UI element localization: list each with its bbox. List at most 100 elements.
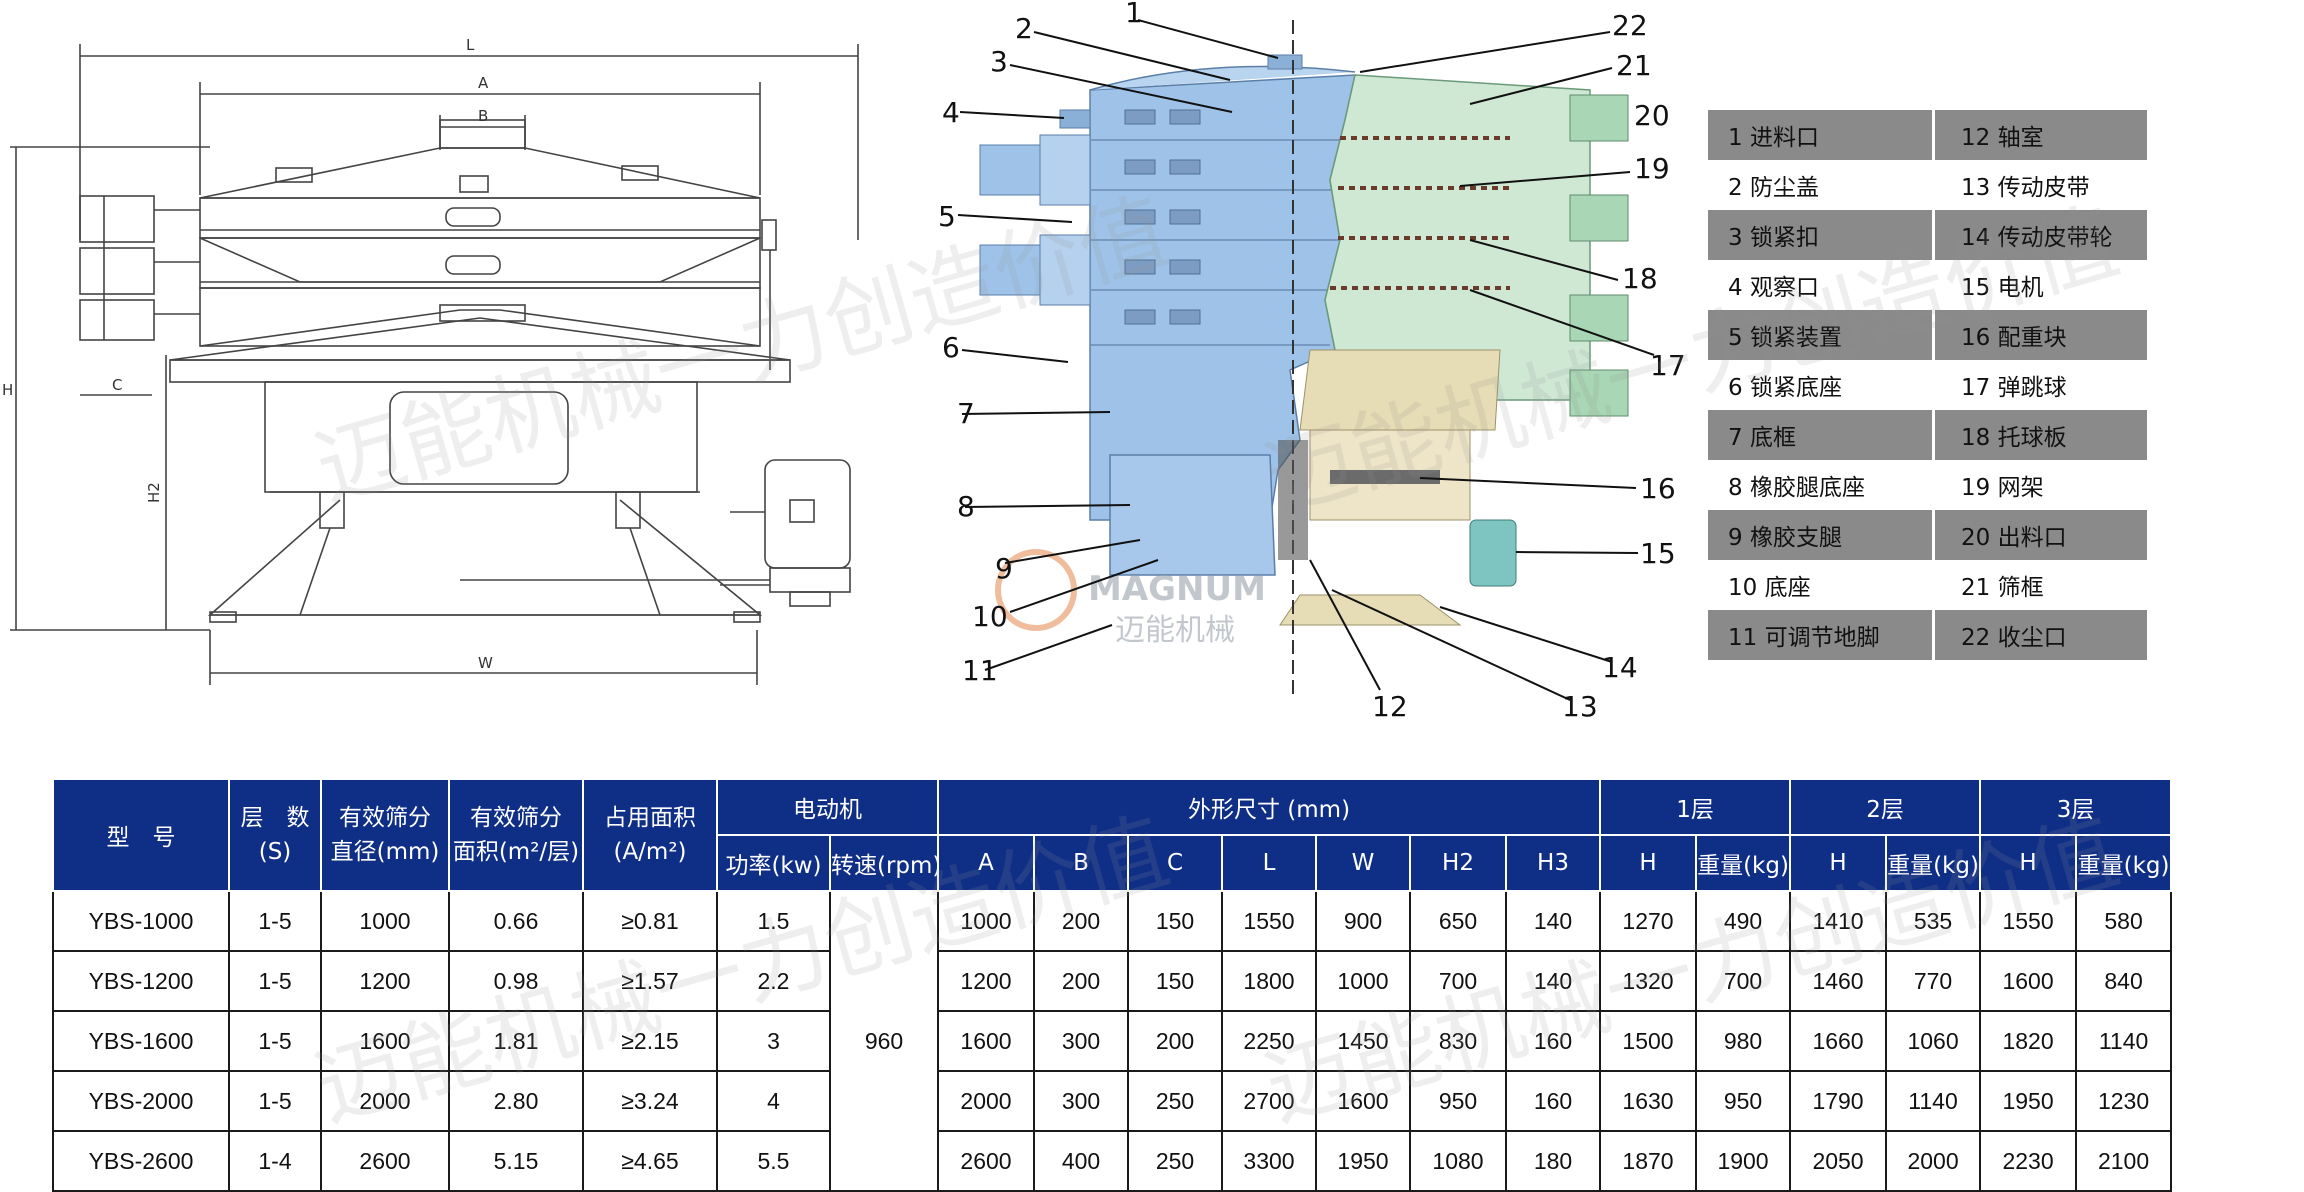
header-speed: 转速(rpm): [829, 834, 939, 892]
header-power: 功率(kw): [716, 834, 831, 892]
cell-power: 1.5: [716, 890, 831, 952]
header-layer-3: 3层: [1979, 778, 2173, 836]
callout-3: 3: [990, 45, 1008, 78]
cell-dimension: 2600: [937, 1130, 1035, 1192]
legend-item: 22 收尘口: [1935, 610, 2147, 660]
callout-2: 2: [1015, 12, 1033, 45]
cell-l2-weight: 2000: [1885, 1130, 1982, 1192]
header-l1-weight: 重量(kg): [1695, 834, 1792, 892]
cell-dimension: 1000: [937, 890, 1035, 952]
cell-l1-weight: 1900: [1695, 1130, 1792, 1192]
legend-item: 13 传动皮带: [1961, 175, 2090, 201]
legend-row: 6 锁紧底座 17 弹跳球: [1708, 360, 2147, 410]
cell-model: YBS-1000: [52, 890, 230, 952]
cell-area: 2.80: [448, 1070, 584, 1132]
cell-dimension: 1200: [937, 950, 1035, 1012]
legend-item: 5 锁紧装置: [1708, 310, 1935, 360]
cell-l1-weight: 980: [1695, 1010, 1792, 1072]
callout-20: 20: [1634, 99, 1670, 132]
cell-l3-weight: 1230: [2075, 1070, 2173, 1132]
cell-dimension: 650: [1409, 890, 1507, 952]
cell-dimension: 160: [1504, 1070, 1602, 1132]
legend-item: 1 进料口: [1708, 110, 1935, 160]
cell-layers: 1-4: [228, 1130, 322, 1192]
cutaway-diagram: MAGNUM 迈能机械 1 2 3 4 5 6 7 8 9 10: [938, 0, 1686, 720]
cell-diameter: 1200: [320, 950, 450, 1012]
cell-diameter: 2000: [320, 1070, 450, 1132]
cell-l3-H: 2230: [1979, 1130, 2078, 1192]
header-l3-H: H: [1979, 834, 2078, 892]
cell-dimension: 300: [1033, 1010, 1129, 1072]
callout-16: 16: [1640, 472, 1676, 505]
cell-l3-weight: 580: [2075, 890, 2173, 952]
cell-l2-H: 2050: [1789, 1130, 1888, 1192]
cell-l1-H: 1870: [1599, 1130, 1698, 1192]
cell-l2-weight: 1060: [1885, 1010, 1982, 1072]
header-dim-H3: H3: [1504, 834, 1602, 892]
cell-diameter: 1600: [320, 1010, 450, 1072]
header-dim-W: W: [1315, 834, 1411, 892]
header-area: 有效筛分面积(m²/层): [448, 778, 584, 892]
cell-l3-weight: 1140: [2075, 1010, 2173, 1072]
cell-occupied-area: ≥2.15: [582, 1010, 718, 1072]
cell-layers: 1-5: [228, 950, 322, 1012]
legend-item: 8 橡胶腿底座: [1708, 460, 1935, 510]
cell-dimension: 1000: [1315, 950, 1411, 1012]
cell-l2-H: 1460: [1789, 950, 1888, 1012]
cell-speed: 960: [829, 890, 939, 1192]
dim-label-A: A: [478, 74, 489, 92]
header-diameter: 有效筛分直径(mm): [320, 778, 450, 892]
header-dim-C: C: [1127, 834, 1223, 892]
header-layer-2: 2层: [1789, 778, 1982, 836]
dim-label-B: B: [478, 107, 488, 125]
legend-item: 17 弹跳球: [1961, 375, 2067, 401]
header-dim-H2: H2: [1409, 834, 1507, 892]
cell-model: YBS-1200: [52, 950, 230, 1012]
callout-8: 8: [957, 490, 975, 523]
dim-label-C: C: [112, 376, 122, 394]
header-l3-weight: 重量(kg): [2075, 834, 2173, 892]
header-dim-L: L: [1221, 834, 1317, 892]
header-motor: 电动机: [716, 778, 939, 836]
legend-item: 6 锁紧底座: [1708, 360, 1935, 410]
header-l1-H: H: [1599, 834, 1698, 892]
cell-dimension: 700: [1409, 950, 1507, 1012]
header-dim-B: B: [1033, 834, 1129, 892]
cell-area: 1.81: [448, 1010, 584, 1072]
legend-item: 19 网架: [1961, 475, 2044, 501]
cell-l3-H: 1600: [1979, 950, 2078, 1012]
callout-18: 18: [1622, 262, 1658, 295]
callout-13: 13: [1562, 690, 1598, 720]
header-dim-A: A: [937, 834, 1035, 892]
header-dimensions: 外形尺寸 (mm): [936, 778, 1602, 836]
cell-l3-weight: 2100: [2075, 1130, 2173, 1192]
cell-area: 0.98: [448, 950, 584, 1012]
legend-item: 4 观察口: [1708, 260, 1935, 310]
cell-dimension: 1800: [1221, 950, 1317, 1012]
callout-14: 14: [1602, 651, 1638, 684]
cell-occupied-area: ≥0.81: [582, 890, 718, 952]
cell-dimension: 300: [1033, 1070, 1129, 1132]
cell-dimension: 200: [1033, 890, 1129, 952]
cell-dimension: 1950: [1315, 1130, 1411, 1192]
callout-5: 5: [938, 200, 956, 233]
cell-dimension: 2700: [1221, 1070, 1317, 1132]
cell-dimension: 1550: [1221, 890, 1317, 952]
cell-l2-H: 1410: [1789, 890, 1888, 952]
callout-6: 6: [942, 331, 960, 364]
header-l2-H: H: [1789, 834, 1888, 892]
cell-dimension: 900: [1315, 890, 1411, 952]
cell-dimension: 400: [1033, 1130, 1129, 1192]
cell-dimension: 1600: [1315, 1070, 1411, 1132]
cell-layers: 1-5: [228, 890, 322, 952]
cell-model: YBS-2000: [52, 1070, 230, 1132]
cell-l2-weight: 770: [1885, 950, 1982, 1012]
cell-dimension: 160: [1504, 1010, 1602, 1072]
cell-l3-H: 1950: [1979, 1070, 2078, 1132]
